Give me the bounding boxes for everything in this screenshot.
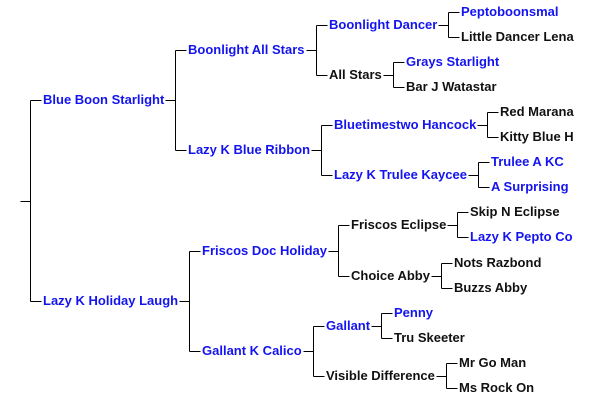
horse-name-gen3: Friscos Eclipse <box>351 217 447 232</box>
horse-name-gen4: Tru Skeeter <box>394 330 465 345</box>
horse-name-gen4: Bar J Watastar <box>406 79 497 94</box>
horse-name-gen4: Nots Razbond <box>454 255 542 270</box>
horse-name-gen4: Red Marana <box>500 104 574 119</box>
horse-link-gen3[interactable]: Bluetimestwo Hancock <box>334 117 477 132</box>
horse-link-gen2[interactable]: Gallant K Calico <box>202 343 302 358</box>
horse-name-gen3: Choice Abby <box>351 268 430 283</box>
horse-name-gen4: Mr Go Man <box>459 355 527 370</box>
horse-name-gen4: Ms Rock On <box>459 380 535 395</box>
horse-link-gen4[interactable]: Penny <box>394 305 434 320</box>
horse-name-gen4: Buzzs Abby <box>454 280 528 295</box>
horse-name-gen4: Kitty Blue H <box>500 129 574 144</box>
horse-link-gen4[interactable]: Trulee A KC <box>491 154 564 169</box>
horse-name-gen4: Skip N Eclipse <box>470 204 560 219</box>
horse-link-gen4[interactable]: Lazy K Pepto Co <box>470 229 573 244</box>
horse-link-gen4[interactable]: A Surprising <box>491 179 569 194</box>
horse-link-gen1[interactable]: Lazy K Holiday Laugh <box>43 293 179 308</box>
horse-name-gen3: Visible Difference <box>326 368 435 383</box>
horse-link-gen1[interactable]: Blue Boon Starlight <box>43 92 165 107</box>
horse-link-gen3[interactable]: Gallant <box>326 318 371 333</box>
horse-link-gen2[interactable]: Boonlight All Stars <box>188 42 305 57</box>
horse-link-gen2[interactable]: Lazy K Blue Ribbon <box>188 142 311 157</box>
horse-link-gen3[interactable]: Boonlight Dancer <box>329 17 438 32</box>
horse-link-gen4[interactable]: Grays Starlight <box>406 54 500 69</box>
horse-name-gen4: Little Dancer Lena <box>461 29 574 44</box>
horse-link-gen4[interactable]: Peptoboonsmal <box>461 4 559 19</box>
horse-name-gen3: All Stars <box>329 67 382 82</box>
horse-link-gen2[interactable]: Friscos Doc Holiday <box>202 243 327 258</box>
horse-link-gen3[interactable]: Lazy K Trulee Kaycee <box>334 167 467 182</box>
